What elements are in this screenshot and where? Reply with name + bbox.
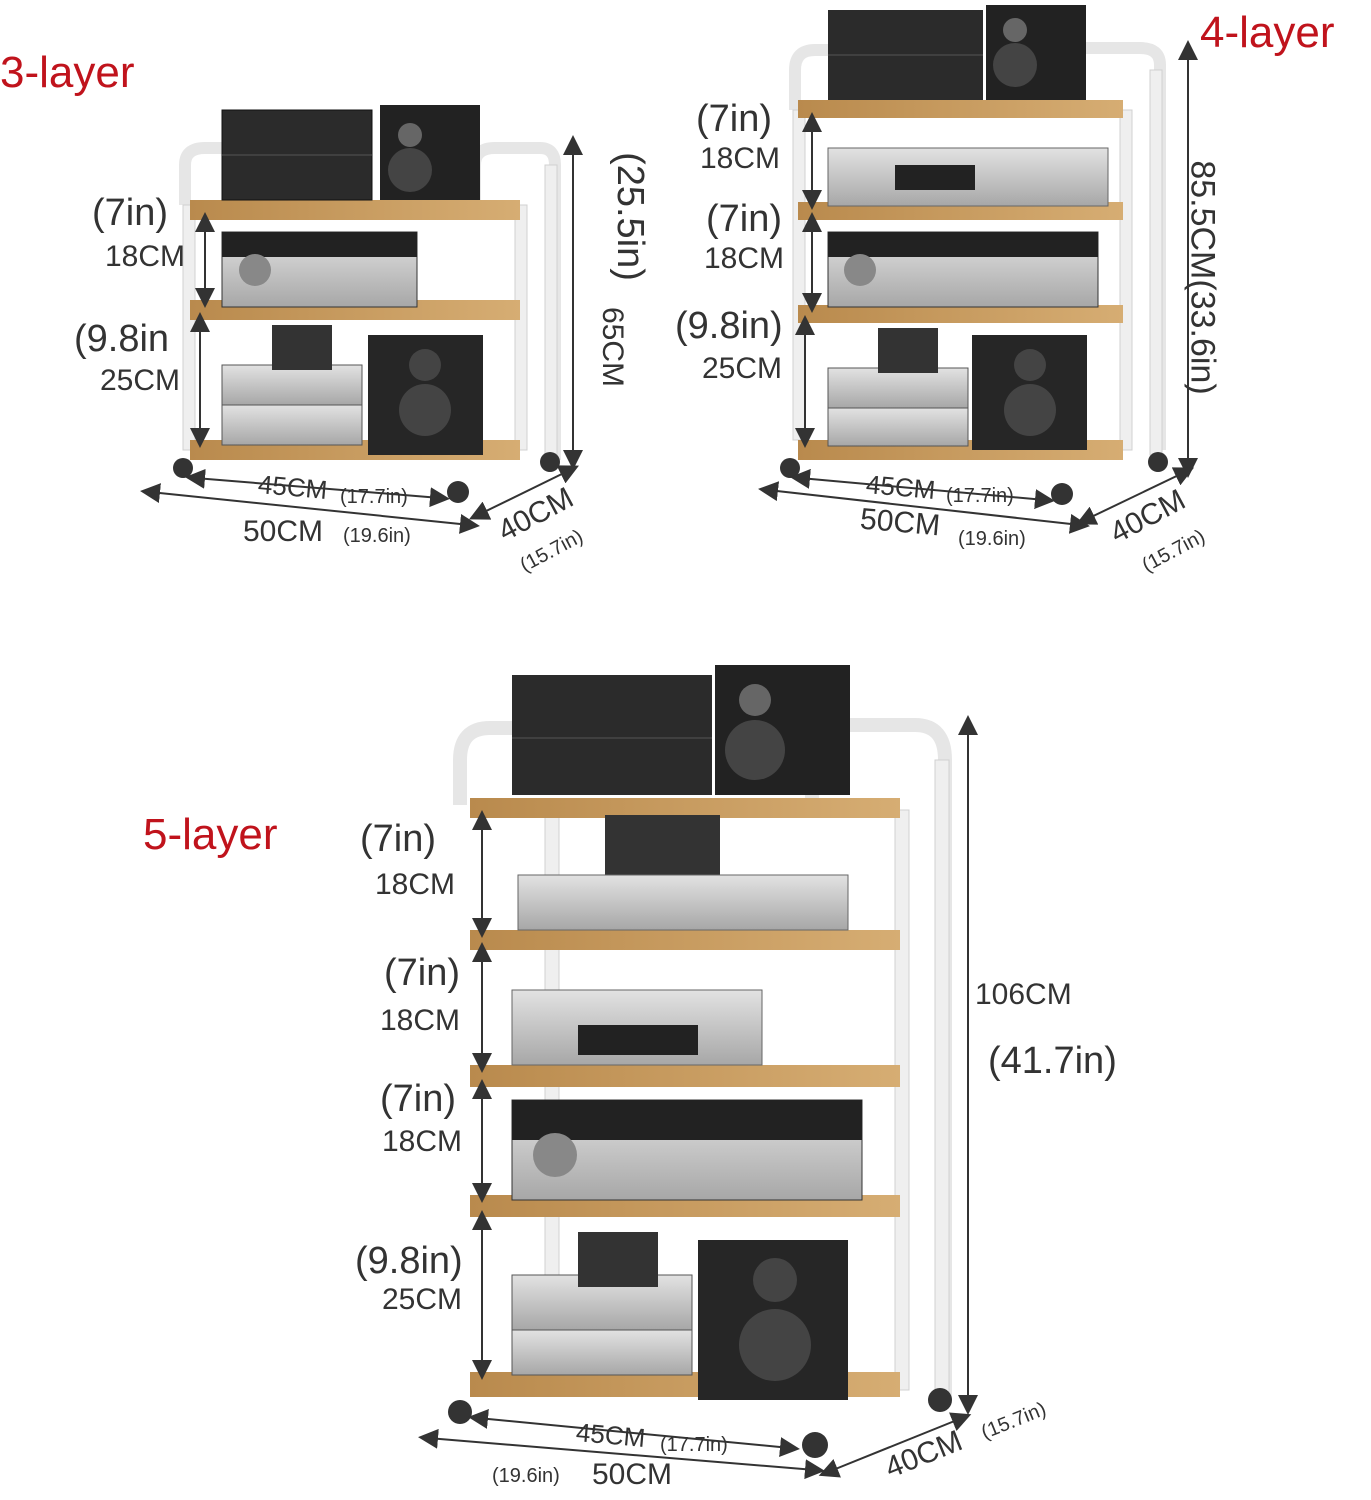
shelf: [798, 305, 1123, 323]
shelf: [470, 798, 900, 818]
rack3-height-inch: (25.5in): [608, 152, 651, 281]
rack3-outer-width-cm: 50CM: [243, 515, 324, 548]
shelf: [190, 200, 520, 220]
rack-3-layer: [140, 105, 583, 534]
rack3-gap2-cm: 25CM: [100, 364, 181, 397]
rack3-height-cm: 65CM: [596, 306, 630, 388]
rack4-inner-width-inch: (17.7in): [946, 485, 1014, 507]
rack4-gap1-cm: 18CM: [700, 142, 781, 175]
rack3-inner-width-inch: (17.7in): [340, 486, 408, 508]
rack5-inner-width-cm: 45CM: [574, 1417, 647, 1453]
rack3-gap1-inch: (7in): [92, 192, 169, 234]
rack5-gap1-cm: 18CM: [375, 868, 456, 901]
rack-4-title: 4-layer: [1200, 8, 1335, 57]
rack3-inner-width-cm: 45CM: [256, 469, 329, 505]
rack-3-title: 3-layer: [0, 48, 135, 97]
rack3-outer-width-inch: (19.6in): [343, 525, 411, 547]
rack4-gap1-inch: (7in): [696, 98, 773, 140]
rack5-outer-width-inch: (19.6in): [492, 1465, 560, 1487]
rack-5-title: 5-layer: [143, 810, 278, 859]
rack-5-layer: [418, 665, 978, 1480]
rack-4-layer: [758, 5, 1198, 534]
rack5-gap4-cm: 25CM: [382, 1283, 463, 1316]
rack4-outer-width-inch: (19.6in): [958, 528, 1026, 550]
rack3-gap2-inch: (9.8in: [74, 318, 170, 360]
rack5-height-cm: 106CM: [975, 978, 1072, 1011]
rack5-gap3-inch: (7in): [380, 1078, 457, 1120]
rack5-gap2-cm: 18CM: [380, 1004, 461, 1037]
rack5-gap1-inch: (7in): [360, 818, 437, 860]
rack4-gap2-inch: (7in): [706, 198, 783, 240]
rack4-gap3-inch: (9.8in): [675, 305, 783, 347]
shelf: [798, 100, 1123, 118]
rack4-gap2-cm: 18CM: [704, 242, 785, 275]
rack5-gap4-inch: (9.8in): [355, 1240, 463, 1282]
rack5-gap3-cm: 18CM: [382, 1125, 463, 1158]
rack5-height-inch: (41.7in): [988, 1040, 1117, 1082]
shelf: [470, 1065, 900, 1087]
rack5-gap2-inch: (7in): [384, 952, 461, 994]
rack5-inner-width-inch: (17.7in): [660, 1434, 728, 1456]
rack4-gap3-cm: 25CM: [702, 352, 783, 385]
rack5-outer-width-cm: 50CM: [592, 1458, 673, 1491]
rack4-outer-width-cm: 50CM: [858, 502, 942, 543]
rack3-gap1-cm: 18CM: [105, 240, 186, 273]
rack4-inner-width-cm: 45CM: [864, 469, 937, 505]
rack4-height: 85.5CM(33.6in): [1183, 160, 1222, 395]
shelf: [470, 930, 900, 950]
